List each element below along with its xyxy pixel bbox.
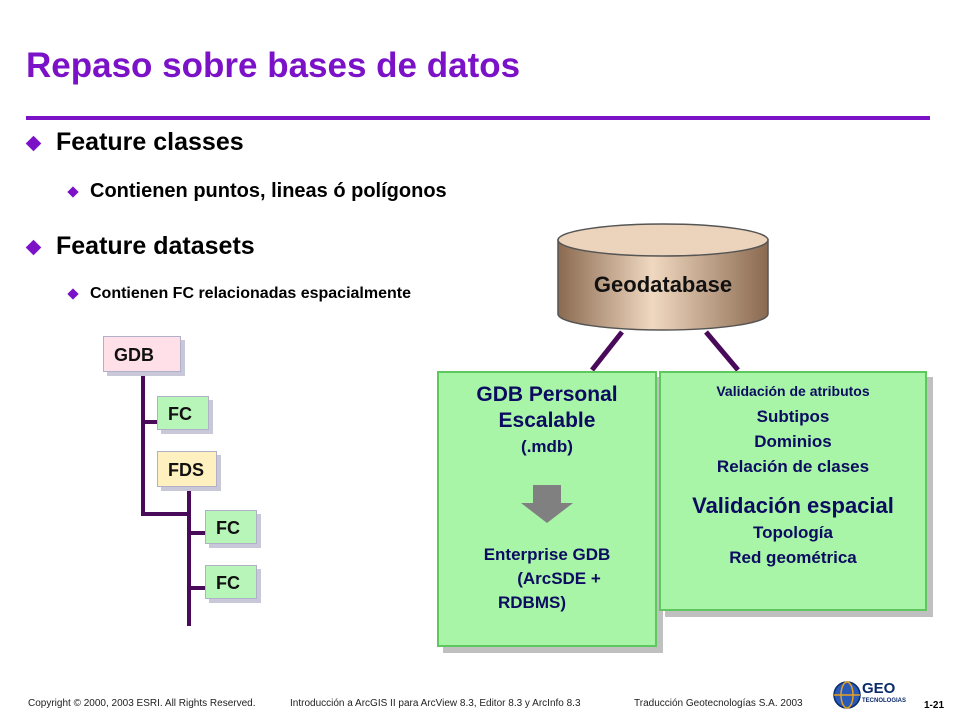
- gdb-types-box: GDB Personal Escalable (.mdb) Enterprise…: [437, 371, 657, 647]
- sub-bullet-diamond-icon: [67, 288, 79, 300]
- globe-icon: [833, 681, 861, 709]
- logo-text: GEO: [862, 680, 896, 697]
- domains-label: Dominios: [754, 432, 832, 451]
- tree-node-fc: FC: [205, 510, 257, 544]
- tree-node-fc: FC: [205, 565, 257, 599]
- sub-bullet-feature-classes: Contienen puntos, lineas ó polígonos: [90, 180, 447, 202]
- bullet-feature-classes: Feature classes: [56, 128, 244, 156]
- validation-box: Validación de atributos Subtipos Dominio…: [659, 371, 927, 611]
- bullet-diamond-icon: [25, 135, 42, 152]
- bullet-feature-datasets: Feature datasets: [56, 232, 255, 260]
- tree-node-gdb: GDB: [103, 336, 181, 372]
- tree-connector: [141, 374, 145, 516]
- topology-label: Topología: [753, 523, 833, 542]
- geometric-network-label: Red geométrica: [729, 548, 857, 567]
- logo-subtext: TECNOLOGIAS: [862, 698, 907, 704]
- tree-connector: [141, 512, 187, 516]
- tree-connector: [187, 531, 205, 535]
- footer-course: Introducción a ArcGIS II para ArcView 8.…: [290, 698, 581, 709]
- class-relation-label: Relación de clases: [716, 457, 870, 476]
- tree-connector: [187, 488, 191, 626]
- sub-bullet-diamond-icon: [67, 186, 79, 198]
- page-number: 1-21: [924, 700, 945, 711]
- arcsde-label: (ArcSDE +: [517, 569, 601, 588]
- mdb-label: (.mdb): [521, 437, 573, 456]
- footer-translation: Traducción Geotecnologías S.A. 2003: [634, 698, 803, 709]
- tree-node-fc: FC: [157, 396, 209, 430]
- enterprise-gdb-label: Enterprise GDB: [483, 545, 611, 564]
- tree-connector: [141, 420, 159, 424]
- rdbms-label: RDBMS): [498, 593, 566, 612]
- tree-connector: [187, 586, 205, 590]
- title-underline: [26, 116, 930, 120]
- geotecnologias-logo: GEO TECNOLOGIAS: [832, 680, 906, 714]
- tree-node-fds: FDS: [157, 451, 217, 487]
- geodatabase-cylinder-icon: [557, 223, 769, 372]
- attribute-validation-label: Validación de atributos: [716, 383, 870, 399]
- bullet-diamond-icon: [25, 239, 42, 256]
- arrow-down-icon: [521, 485, 573, 523]
- gdb-scalable-label: Escalable: [498, 409, 596, 432]
- gdb-personal-label: GDB Personal: [476, 383, 618, 406]
- subtypes-label: Subtipos: [756, 407, 830, 426]
- footer-copyright: Copyright © 2000, 2003 ESRI. All Rights …: [28, 698, 256, 709]
- spatial-validation-label: Validación espacial: [692, 493, 894, 518]
- geodatabase-label: Geodatabase: [593, 272, 733, 297]
- page-title: Repaso sobre bases de datos: [26, 46, 521, 85]
- sub-bullet-feature-datasets: Contienen FC relacionadas espacialmente: [90, 285, 411, 302]
